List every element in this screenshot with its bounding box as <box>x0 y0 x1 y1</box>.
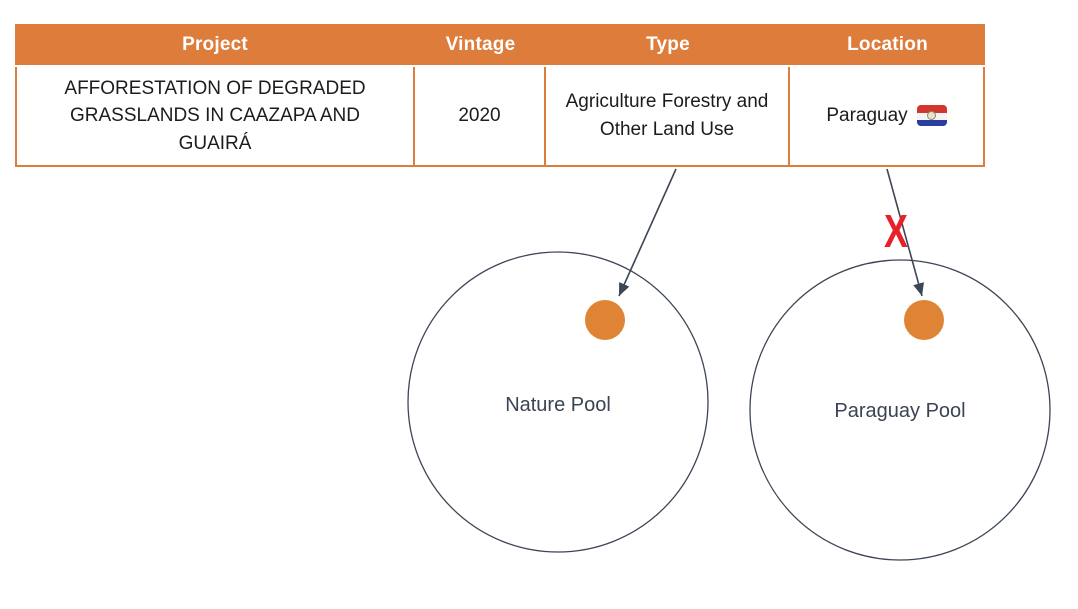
type-to-nature-pool-arrow <box>618 168 677 297</box>
column-header-location: Location <box>847 33 928 55</box>
column-header-vintage: Vintage <box>445 33 516 55</box>
nature-pool-credit-dot <box>585 300 625 340</box>
location-value: Paraguay <box>826 105 908 127</box>
type-cell: Agriculture Forestry and Other Land Use <box>546 67 790 165</box>
nature-pool-label: Nature Pool <box>505 394 611 416</box>
paraguay-pool-credit-dot <box>904 300 944 340</box>
column-header-type: Type <box>646 33 690 55</box>
column-header-project: Project <box>182 33 248 55</box>
project-table: Project Vintage Type Location AFFORESTAT… <box>15 24 985 167</box>
project-name-cell: AFFORESTATION OF DEGRADED GRASSLANDS IN … <box>17 67 415 165</box>
project-name: AFFORESTATION OF DEGRADED GRASSLANDS IN … <box>64 77 366 154</box>
type-value: Agriculture Forestry and Other Land Use <box>565 91 769 140</box>
table-header-row: Project Vintage Type Location <box>15 24 985 65</box>
paraguay-pool-label: Paraguay Pool <box>834 400 966 422</box>
paraguay-flag-icon <box>916 105 947 127</box>
vintage-cell: 2020 <box>415 67 546 165</box>
rejection-x-mark: X <box>884 205 908 257</box>
table-row: AFFORESTATION OF DEGRADED GRASSLANDS IN … <box>15 67 985 167</box>
location-cell: Paraguay <box>790 67 983 165</box>
